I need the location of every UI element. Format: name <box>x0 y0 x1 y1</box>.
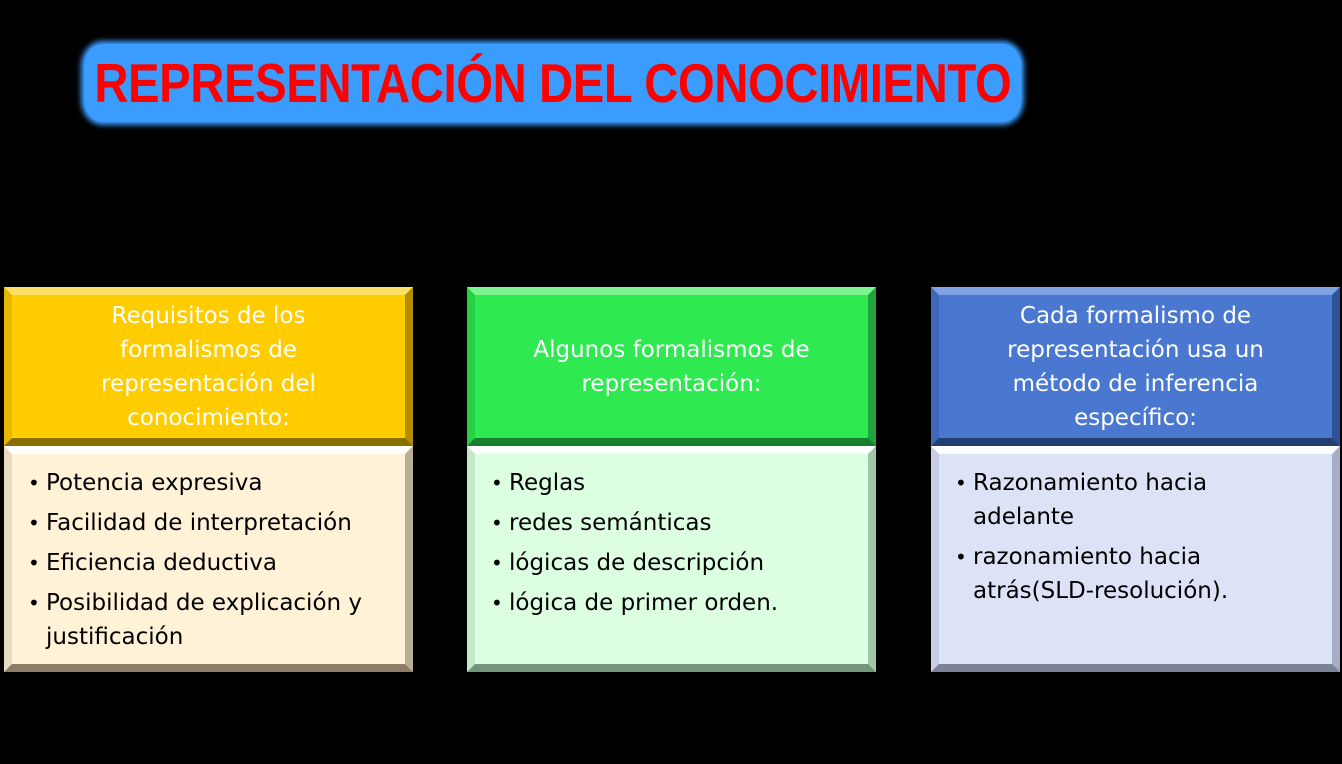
bullet-icon: • <box>491 471 503 495</box>
list-item-text: Eficiencia deductiva <box>46 550 277 576</box>
column-body-inferencia: • Razonamiento hacia adelante • razonami… <box>931 446 1340 672</box>
column-header-text: Requisitos de los formalismos de represe… <box>101 302 316 431</box>
list-item-text: Potencia expresiva <box>46 470 263 496</box>
bullet-icon: • <box>28 471 40 495</box>
column-requisitos: Requisitos de los formalismos de represe… <box>4 287 413 672</box>
title-banner: REPRESENTACIÓN DEL CONOCIMIENTO <box>84 44 1184 122</box>
page-title: REPRESENTACIÓN DEL CONOCIMIENTO <box>84 44 1022 122</box>
bullet-icon: • <box>28 591 40 615</box>
list-item-text: lógica de primer orden. <box>509 590 779 616</box>
column-header-formalismos: Algunos formalismos de representación: <box>467 287 876 446</box>
list-item: • lógicas de descripción <box>491 546 850 580</box>
bullet-icon: • <box>491 591 503 615</box>
list-item: • Posibilidad de explicación y justifica… <box>28 586 387 654</box>
list-item: • Eficiencia deductiva <box>28 546 387 580</box>
list-item: • redes semánticas <box>491 506 850 540</box>
bullet-icon: • <box>955 471 967 495</box>
list-item-text: Reglas <box>509 470 586 496</box>
column-header-text: Algunos formalismos de representación: <box>533 336 810 397</box>
column-formalismos: Algunos formalismos de representación: •… <box>467 287 876 672</box>
list-item: • razonamiento hacia atrás(SLD-resolució… <box>955 540 1314 608</box>
list-item: • Potencia expresiva <box>28 466 387 500</box>
list-item: • Reglas <box>491 466 850 500</box>
bullet-icon: • <box>491 551 503 575</box>
column-body-formalismos: • Reglas • redes semánticas • lógicas de… <box>467 446 876 672</box>
column-inferencia: Cada formalismo de representación usa un… <box>931 287 1340 672</box>
list-item-text: lógicas de descripción <box>509 550 765 576</box>
list-item-text: razonamiento hacia atrás(SLD-resolución)… <box>973 544 1229 604</box>
list-item: • Facilidad de interpretación <box>28 506 387 540</box>
bullet-icon: • <box>491 511 503 535</box>
bullet-icon: • <box>28 511 40 535</box>
column-header-inferencia: Cada formalismo de representación usa un… <box>931 287 1340 446</box>
column-body-requisitos: • Potencia expresiva • Facilidad de inte… <box>4 446 413 672</box>
column-header-requisitos: Requisitos de los formalismos de represe… <box>4 287 413 446</box>
list-item: • Razonamiento hacia adelante <box>955 466 1314 534</box>
bullet-icon: • <box>28 551 40 575</box>
list-item-text: Razonamiento hacia adelante <box>973 470 1208 530</box>
column-header-text: Cada formalismo de representación usa un… <box>1007 302 1264 431</box>
bullet-icon: • <box>955 545 967 569</box>
list-item-text: Facilidad de interpretación <box>46 510 352 536</box>
list-item: • lógica de primer orden. <box>491 586 850 620</box>
list-item-text: redes semánticas <box>509 510 712 536</box>
list-item-text: Posibilidad de explicación y justificaci… <box>46 590 363 650</box>
